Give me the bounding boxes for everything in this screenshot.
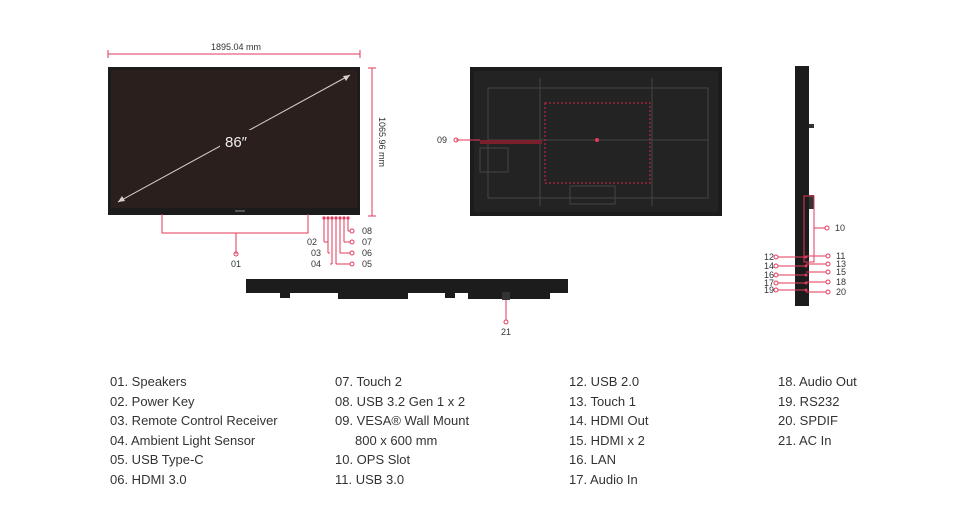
bottom-view: 21 xyxy=(246,279,568,337)
legend-item: 09. VESA® Wall Mount xyxy=(335,413,470,428)
callout-10: 10 xyxy=(835,223,845,233)
callout-13: 13 xyxy=(836,259,846,269)
side-profile xyxy=(795,66,809,306)
legend-column-4: 18. Audio Out 19. RS232 20. SPDIF 21. AC… xyxy=(778,372,857,450)
legend-column-1: 01. Speakers 02. Power Key 03. Remote Co… xyxy=(110,372,278,489)
legend-item: 02. Power Key xyxy=(110,393,195,409)
legend-item: 16. LAN xyxy=(569,452,616,467)
back-view: 09 xyxy=(437,67,722,216)
legend-item: 07. Touch 2 xyxy=(335,374,402,389)
legend-item: 06. HDMI 3.0 xyxy=(110,471,187,487)
callout-21: 21 xyxy=(501,327,511,337)
legend-item: 04. Ambient Light Sensor xyxy=(110,432,256,448)
legend-item: 19. RS232 xyxy=(778,393,840,409)
callout-11: 11 xyxy=(836,251,845,261)
legend-item: 05. USB Type-C xyxy=(110,452,204,467)
callout-16: 16 xyxy=(764,270,774,280)
callout-04: 04 xyxy=(311,259,321,269)
callout-15: 15 xyxy=(836,267,846,277)
legend-item: 800 x 600 mm xyxy=(355,432,438,448)
port-legend: 01. Speakers 02. Power Key 03. Remote Co… xyxy=(0,372,960,522)
legend-item: 15. HDMI x 2 xyxy=(569,432,645,448)
side-view: 10 12 14 16 17 19 11 13 15 xyxy=(764,66,846,306)
callout-19: 19 xyxy=(764,285,774,295)
callout-14: 14 xyxy=(764,261,774,271)
bottom-profile xyxy=(246,279,568,293)
legend-item: 14. HDMI Out xyxy=(569,413,649,428)
diagonal-label: 86″ xyxy=(225,134,248,151)
callout-08: 08 xyxy=(362,226,372,236)
front-view: 1895.04 mm 1065.96 mm 86″ 01 xyxy=(107,42,387,269)
legend-item: 01. Speakers xyxy=(110,374,187,389)
callout-17: 17 xyxy=(764,278,774,288)
callout-18: 18 xyxy=(836,277,846,287)
legend-item: 12. USB 2.0 xyxy=(569,374,640,389)
legend-item: 17. Audio In xyxy=(569,471,638,487)
legend-column-3: 12. USB 2.0 13. Touch 1 14. HDMI Out 15.… xyxy=(569,372,648,489)
callout-20: 20 xyxy=(836,287,846,297)
legend-item: 18. Audio Out xyxy=(778,374,857,389)
callout-05: 05 xyxy=(362,259,372,269)
callout-07: 07 xyxy=(362,237,372,247)
legend-column-2: 07. Touch 2 08. USB 3.2 Gen 1 x 2 09. VE… xyxy=(335,372,469,489)
callout-06: 06 xyxy=(362,248,372,258)
height-label: 1065.96 mm xyxy=(377,117,387,167)
legend-item: 03. Remote Control Receiver xyxy=(110,413,278,428)
legend-item: 08. USB 3.2 Gen 1 x 2 xyxy=(335,393,466,409)
callout-03: 03 xyxy=(311,248,321,258)
callout-09: 09 xyxy=(437,135,447,145)
callout-02: 02 xyxy=(307,237,317,247)
callout-12: 12 xyxy=(764,252,774,262)
legend-item: 10. OPS Slot xyxy=(335,452,411,467)
legend-item: 11. USB 3.0 xyxy=(335,471,405,487)
legend-item: 20. SPDIF xyxy=(778,413,838,428)
callout-01: 01 xyxy=(231,259,241,269)
width-label: 1895.04 mm xyxy=(211,42,261,52)
legend-item: 21. AC In xyxy=(778,432,832,448)
legend-item: 13. Touch 1 xyxy=(569,393,636,409)
